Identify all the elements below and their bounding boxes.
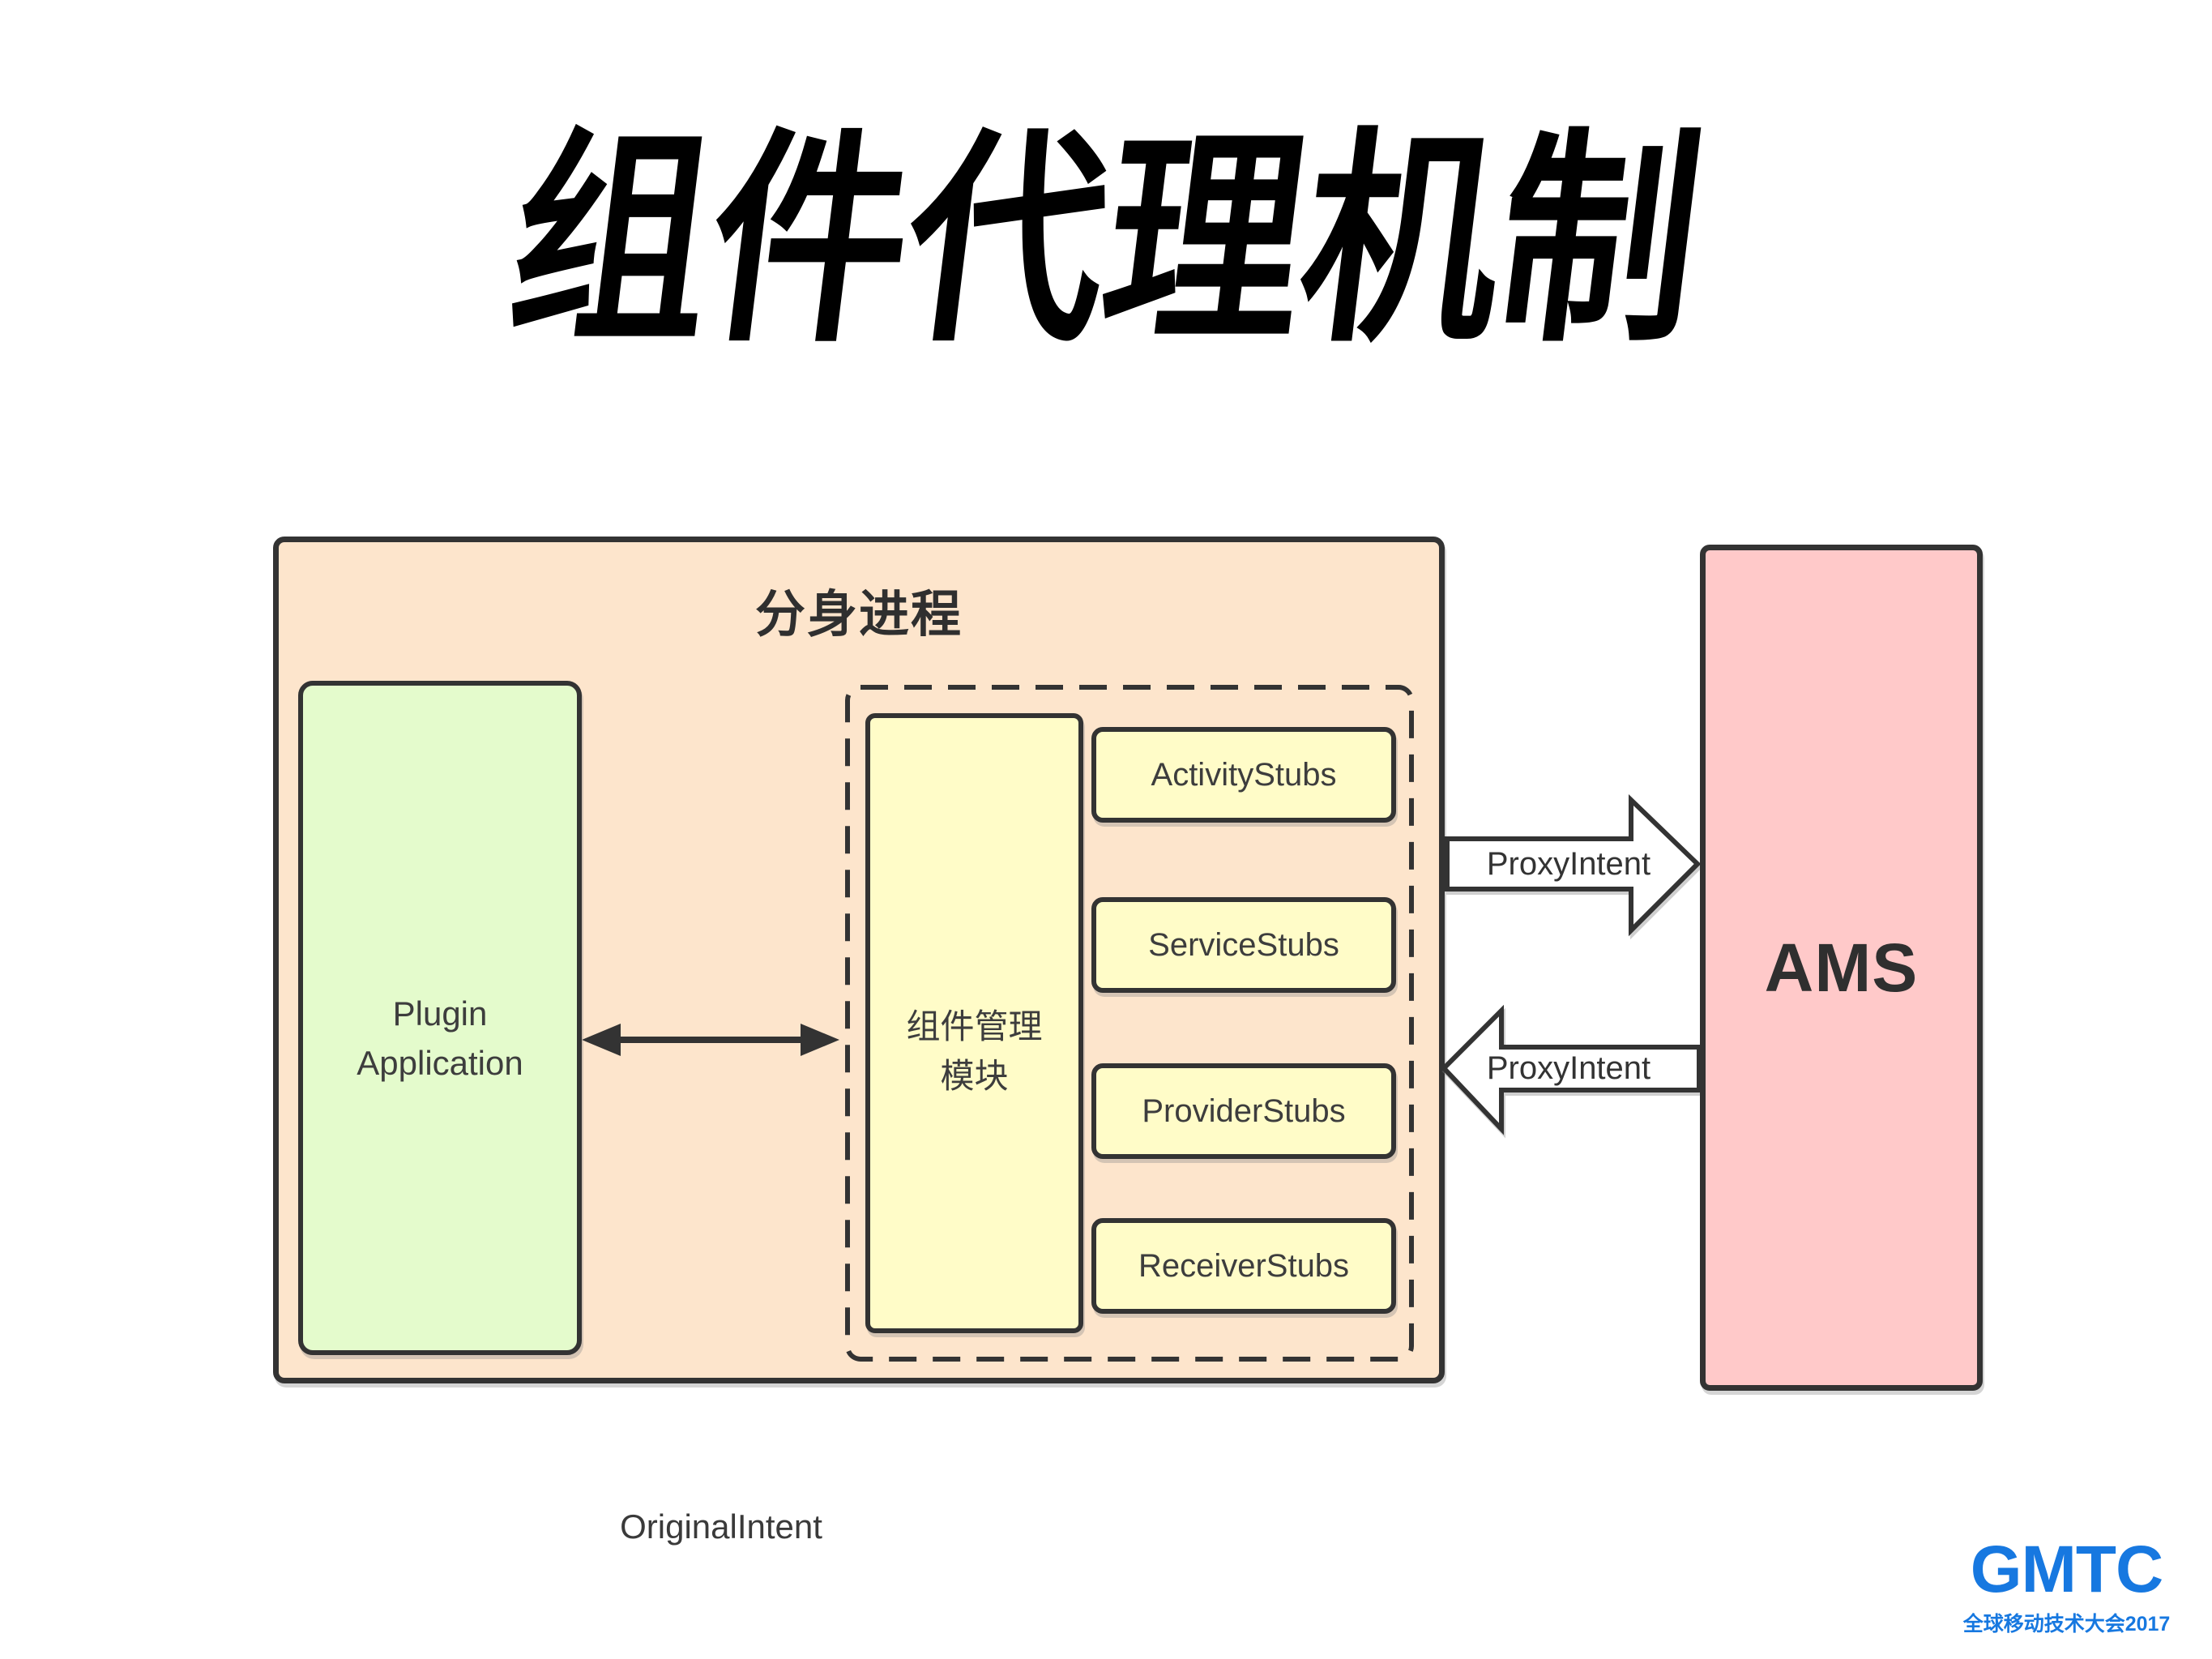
component-manager-box: 组件管理 模块 — [865, 713, 1083, 1333]
ams-box: AMS — [1700, 545, 1983, 1391]
plugin-application-label: Plugin Application — [357, 994, 523, 1082]
clone-process-label: 分身进程 — [754, 587, 963, 643]
provider-stubs-box: ProviderStubs — [1091, 1063, 1396, 1159]
proxy-intent-right-label: ProxyIntent — [1486, 846, 1651, 882]
slide-title: 组件代理机制 — [498, 115, 1714, 368]
gmtc-logo-tagline: 全球移动技术大会2017 — [1962, 1613, 2171, 1635]
original-intent-caption: OriginalIntent — [620, 1507, 822, 1546]
service-stubs-box: ServiceStubs — [1091, 897, 1396, 993]
gmtc-logo: GMTC 全球移动技术大会2017 — [1951, 1537, 2182, 1637]
proxy-intent-left-label: ProxyIntent — [1486, 1050, 1651, 1086]
gmtc-logo-text: GMTC — [1970, 1533, 2163, 1606]
receiver-stubs-box: ReceiverStubs — [1091, 1218, 1396, 1314]
plugin-application-box: Plugin Application — [298, 681, 582, 1355]
activity-stubs-box: ActivityStubs — [1091, 727, 1396, 823]
component-manager-label: 组件管理 模块 — [906, 1007, 1043, 1095]
